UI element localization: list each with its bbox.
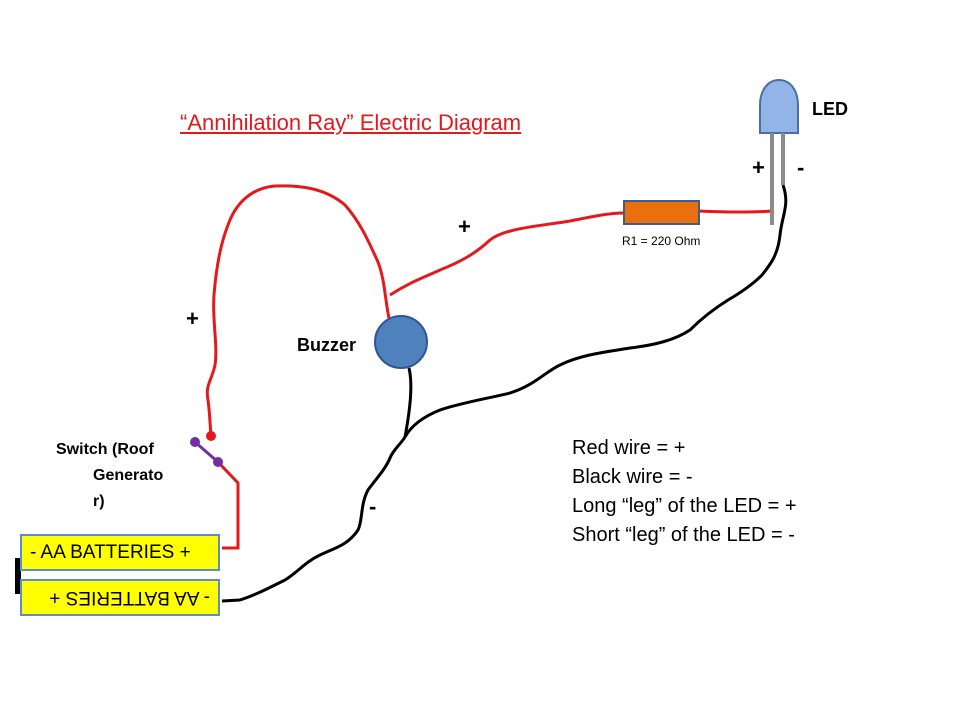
switch-pivot-dot bbox=[190, 437, 200, 447]
buzzer-icon bbox=[374, 315, 428, 369]
black-wire-buzzer bbox=[403, 367, 413, 438]
legend-item: Red wire = + bbox=[572, 437, 686, 459]
legend-item: Short “leg” of the LED = - bbox=[572, 524, 795, 546]
led-label: LED bbox=[812, 99, 848, 119]
buzzer-label: Buzzer bbox=[297, 335, 357, 355]
led-bulb-icon bbox=[759, 78, 799, 134]
bottom-minus-sign: - bbox=[369, 494, 377, 519]
switch-contact-dot bbox=[213, 457, 223, 467]
left-plus-sign: + bbox=[186, 306, 199, 331]
battery-bottom: - AA BATTERIES + bbox=[20, 579, 220, 616]
red-wire-to-resistor bbox=[389, 211, 625, 297]
led-short-leg bbox=[781, 133, 785, 185]
resistor-label: R1 = 220 Ohm bbox=[622, 234, 701, 248]
switch-label-line3: r) bbox=[93, 493, 105, 510]
red-wire-left-loop bbox=[205, 184, 391, 437]
led-long-leg bbox=[770, 133, 774, 225]
led-minus-sign: - bbox=[797, 155, 805, 180]
switch-label: Switch (Roof Generato r) bbox=[56, 437, 186, 515]
black-wire-led-return bbox=[403, 184, 788, 438]
legend-item: Long “leg” of the LED = + bbox=[572, 495, 797, 517]
legend-item: Black wire = - bbox=[572, 466, 693, 488]
middle-plus-sign: + bbox=[458, 214, 471, 239]
switch-lever bbox=[194, 440, 219, 464]
diagram-title: “Annihilation Ray” Electric Diagram bbox=[180, 110, 522, 135]
legend: Red wire = + Black wire = - Long “leg” o… bbox=[572, 434, 797, 550]
switch-label-line2: Generato bbox=[93, 467, 164, 484]
battery-cap bbox=[15, 558, 21, 594]
black-wire-to-battery bbox=[221, 436, 407, 603]
battery-top: - AA BATTERIES + bbox=[20, 534, 220, 571]
red-wire-resistor-to-led bbox=[698, 209, 773, 214]
switch-label-line1: Switch (Roof bbox=[56, 441, 154, 458]
led-plus-sign: + bbox=[752, 155, 765, 180]
switch-terminal-dot bbox=[206, 431, 216, 441]
red-wire-switch-to-battery bbox=[216, 460, 240, 550]
resistor-r1 bbox=[623, 200, 700, 225]
